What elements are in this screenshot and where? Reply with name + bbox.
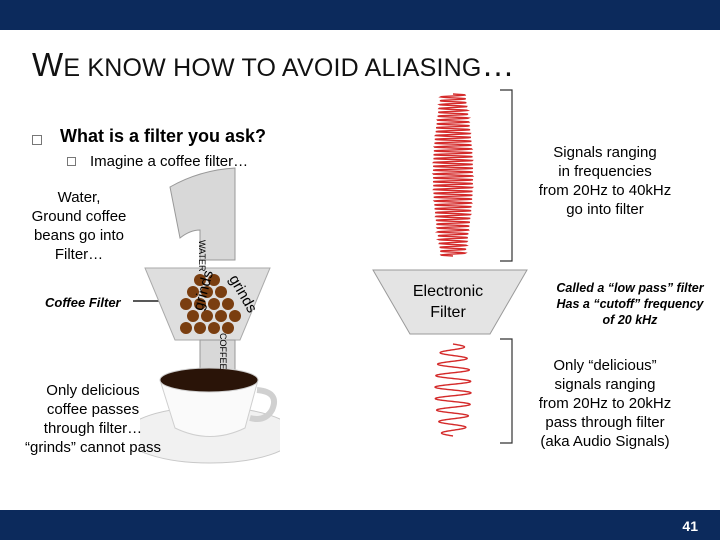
header-bar (0, 0, 720, 30)
water-description: Water, Ground coffee beans go into Filte… (31, 189, 127, 263)
electronic-filter-label: Electronic Filter (412, 283, 484, 321)
bullet-icon (32, 135, 42, 145)
coffee-filter-diagram (140, 167, 280, 464)
slide-title: WE KNOW HOW TO AVOID ALIASING… (32, 46, 515, 83)
electronic-filter-shape (372, 269, 528, 335)
passes-description: Only delicious coffee passes through fil… (25, 382, 161, 456)
input-bracket (500, 89, 513, 262)
output-description: Only “delicious” signals ranging from 20… (538, 357, 672, 450)
page-number: 41 (682, 518, 698, 534)
bullet-level2: Imagine a coffee filter… (90, 153, 249, 170)
low-pass-description: Called a “low pass” filter Has a “cutoff… (556, 281, 704, 327)
input-signal-waveform (431, 93, 475, 257)
sub-bullet-icon (67, 157, 76, 166)
output-signal-waveform (434, 343, 472, 437)
footer-bar: 41 (0, 510, 720, 540)
output-bracket (500, 338, 513, 444)
bullet-level1: What is a filter you ask? (60, 126, 267, 146)
input-description: Signals ranging in frequencies from 20Hz… (538, 144, 672, 218)
coffee-label: COFFEE (218, 333, 228, 370)
coffee-filter-label: Coffee Filter (45, 295, 121, 310)
